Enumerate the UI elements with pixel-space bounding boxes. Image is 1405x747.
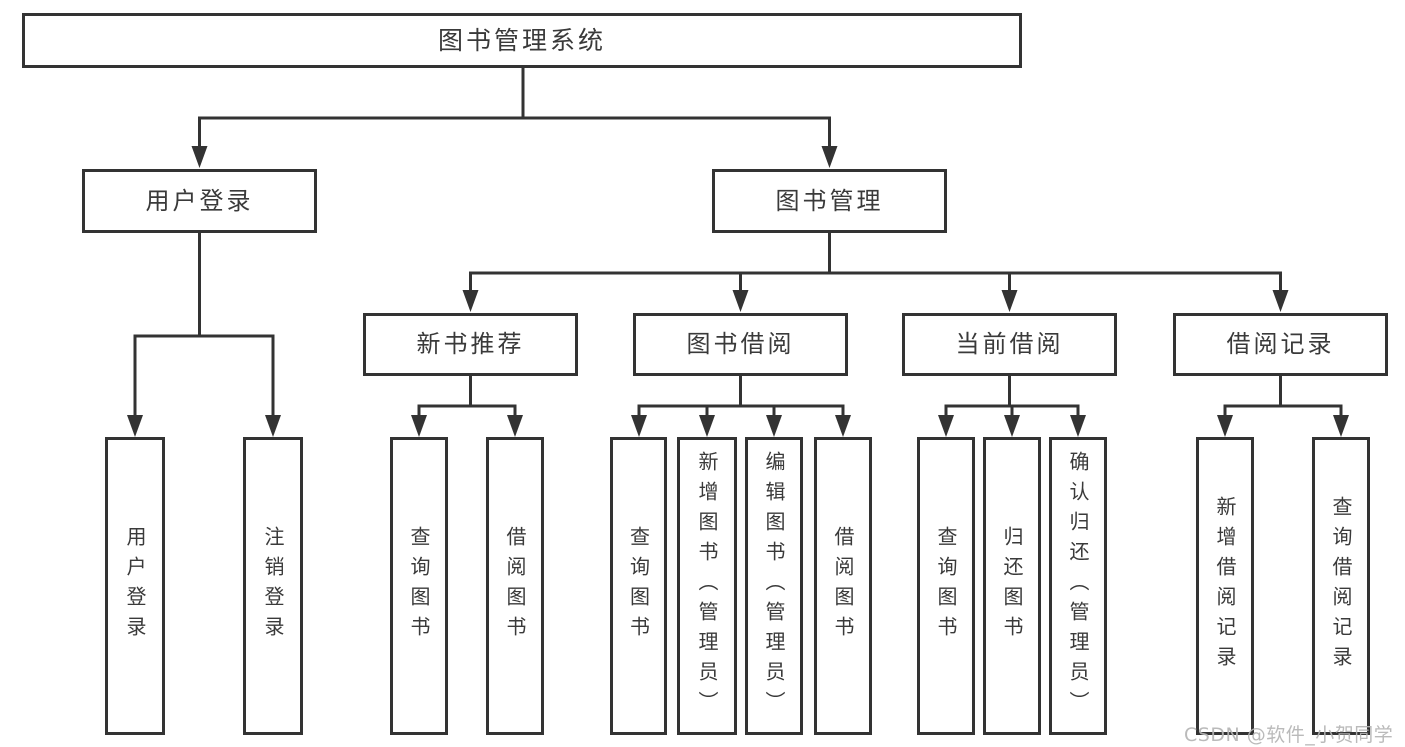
arrowhead-down-icon — [1070, 415, 1086, 437]
leaf-query-books: 查询图书 — [917, 437, 975, 735]
connector-book-borrow-children — [631, 376, 851, 437]
arrowhead-down-icon — [631, 415, 647, 437]
leaf-label: 查询图书 — [626, 526, 651, 646]
leaf-return-books: 归还图书 — [983, 437, 1041, 735]
connector-current-borrow-children — [938, 376, 1086, 437]
leaf-edit-books-admin: 编辑图书（管理员） — [745, 437, 803, 735]
connector-book-mgmt-children — [462, 233, 1289, 312]
node-book-borrowing: 图书借阅 — [633, 313, 848, 376]
leaf-add-books-admin: 新增图书（管理员） — [677, 437, 737, 735]
arrowhead-down-icon — [1333, 415, 1349, 437]
connector-user-login-children — [127, 233, 281, 437]
arrowhead-down-icon — [127, 415, 143, 437]
leaf-label: 新增图书（管理员） — [695, 451, 719, 721]
node-label: 图书借阅 — [686, 330, 795, 359]
leaf-user-login: 用户登录 — [105, 437, 165, 735]
node-label: 用户登录 — [145, 186, 254, 215]
leaf-logout: 注销登录 — [243, 437, 303, 735]
node-label: 当前借阅 — [955, 330, 1064, 359]
csdn-watermark: CSDN @软件_小贺同学 — [1184, 724, 1394, 746]
leaf-label: 注销登录 — [261, 526, 285, 646]
arrowhead-down-icon — [821, 146, 838, 168]
node-label: 图书管理 — [775, 186, 884, 215]
leaf-borrow-books: 借阅图书 — [814, 437, 872, 735]
node-label: 新书推荐 — [416, 330, 525, 359]
leaf-label: 借阅图书 — [831, 526, 855, 646]
arrowhead-down-icon — [938, 415, 954, 437]
arrowhead-down-icon — [732, 290, 749, 312]
node-label: 图书管理系统 — [437, 25, 606, 55]
leaf-label: 查询借阅记录 — [1329, 496, 1353, 676]
leaf-label: 归还图书 — [1000, 526, 1024, 646]
arrowhead-down-icon — [1004, 415, 1020, 437]
node-user-login: 用户登录 — [82, 169, 317, 233]
arrowhead-down-icon — [1272, 290, 1289, 312]
leaf-label: 确认归还（管理员） — [1066, 451, 1090, 721]
leaf-label: 查询图书 — [407, 526, 431, 646]
arrowhead-down-icon — [1001, 290, 1018, 312]
connector-borrow-records-children — [1217, 376, 1349, 437]
arrowhead-down-icon — [462, 290, 479, 312]
leaf-add-borrow-record: 新增借阅记录 — [1196, 437, 1254, 735]
arrowhead-down-icon — [1217, 415, 1233, 437]
node-book-management: 图书管理 — [712, 169, 947, 233]
arrowhead-down-icon — [411, 415, 427, 437]
connector-new-books-children — [411, 376, 523, 437]
leaf-label: 新增借阅记录 — [1213, 496, 1237, 676]
node-current-borrowing: 当前借阅 — [902, 313, 1117, 376]
arrowhead-down-icon — [265, 415, 281, 437]
arrowhead-down-icon — [507, 415, 523, 437]
leaf-query-borrow-record: 查询借阅记录 — [1312, 437, 1370, 735]
node-borrowing-records: 借阅记录 — [1173, 313, 1388, 376]
leaf-label: 查询图书 — [934, 526, 958, 646]
node-new-book-recommend: 新书推荐 — [363, 313, 578, 376]
arrowhead-down-icon — [699, 415, 715, 437]
node-root-system: 图书管理系统 — [22, 13, 1022, 68]
arrowhead-down-icon — [766, 415, 782, 437]
connector-root-to-level2 — [191, 68, 838, 168]
node-label: 借阅记录 — [1226, 330, 1335, 359]
leaf-borrow-books: 借阅图书 — [486, 437, 544, 735]
arrowhead-down-icon — [835, 415, 851, 437]
arrowhead-down-icon — [191, 146, 208, 168]
leaf-query-books: 查询图书 — [390, 437, 448, 735]
leaf-label: 用户登录 — [123, 526, 147, 646]
leaf-label: 编辑图书（管理员） — [762, 451, 786, 721]
leaf-query-books: 查询图书 — [610, 437, 667, 735]
leaf-confirm-return-admin: 确认归还（管理员） — [1049, 437, 1107, 735]
leaf-label: 借阅图书 — [503, 526, 527, 646]
